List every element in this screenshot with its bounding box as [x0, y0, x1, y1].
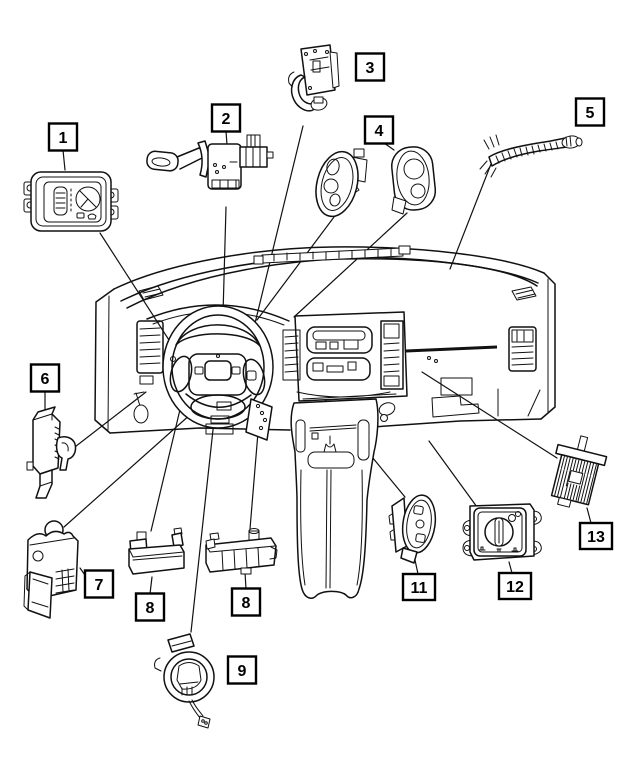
callout-12[interactable]: 12 [497, 571, 533, 601]
callout-7-box[interactable] [83, 569, 115, 599]
callout-5[interactable]: 5 [574, 97, 606, 127]
column-bracket [245, 398, 273, 441]
callout-7-label: 7 [95, 577, 104, 594]
mode-icons [478, 546, 519, 553]
part-8-switch-module-right[interactable] [205, 528, 278, 575]
callout-8-right-box[interactable] [230, 587, 262, 617]
part-8-switch-module-left[interactable] [128, 527, 185, 575]
part-9-clockspring[interactable] [154, 633, 215, 729]
part-13-resistor-block[interactable] [544, 431, 610, 513]
center-console [290, 398, 379, 599]
console-side-bracket [378, 402, 396, 422]
switch-pod-right [391, 146, 437, 215]
steering-wheel [162, 305, 274, 435]
callout-3-box[interactable] [354, 52, 386, 82]
callout-4-label: 4 [375, 123, 384, 140]
callout-12-box[interactable] [497, 571, 533, 601]
part-5-flexible-cable[interactable] [479, 134, 583, 178]
callout-2-box[interactable] [210, 103, 242, 133]
left-corner-vent [138, 285, 164, 301]
callout-13-label: 13 [587, 529, 605, 546]
switch-pod-left [315, 148, 368, 218]
callout-8-left[interactable]: 8 [134, 592, 166, 622]
callout-9-box[interactable] [226, 655, 258, 685]
right-dash-vent [508, 326, 537, 372]
left-dash-vent [136, 320, 164, 385]
release-lever [133, 391, 149, 424]
callout-6-label: 6 [41, 371, 50, 388]
part-6-switch-bracket[interactable] [26, 406, 77, 499]
part-7-shift-lever-switch[interactable] [23, 520, 79, 619]
part-4-switch-pods[interactable] [310, 145, 438, 221]
part-3-switch-bracket[interactable] [288, 44, 340, 112]
callout-8-right[interactable]: 8 [230, 587, 262, 617]
callout-5-box[interactable] [574, 97, 606, 127]
defrost-vent-strip [253, 245, 411, 265]
callout-3-label: 3 [366, 60, 375, 77]
center-right-vent [380, 320, 404, 390]
callout-11[interactable]: 11 [401, 572, 437, 602]
center-stack [282, 311, 408, 402]
part-1-headlamp-switch[interactable] [23, 171, 119, 232]
right-corner-vent [511, 286, 537, 301]
callout-6-box[interactable] [29, 363, 61, 393]
callout-13-box[interactable] [578, 521, 614, 551]
callout-1-label: 1 [59, 130, 68, 147]
callout-13[interactable]: 13 [578, 521, 614, 551]
hvac-controls [306, 357, 371, 381]
callout-2-label: 2 [222, 111, 231, 128]
callout-4[interactable]: 4 [363, 115, 395, 145]
radio [306, 326, 373, 354]
callout-1[interactable]: 1 [47, 122, 79, 152]
glove-box-area [405, 345, 541, 418]
callout-1-box[interactable] [47, 122, 79, 152]
leader-lines [44, 125, 592, 633]
callout-8-right-label: 8 [242, 595, 251, 612]
rotary-knob [484, 517, 514, 547]
dimmer-thumbwheel [53, 186, 68, 216]
callout-4-box[interactable] [363, 115, 395, 145]
turn-signal-lever [146, 147, 207, 172]
callout-9[interactable]: 9 [226, 655, 258, 685]
callout-2[interactable]: 2 [210, 103, 242, 133]
callout-9-label: 9 [238, 663, 247, 680]
pigtail-connector [188, 699, 211, 729]
part-2-multifunction-switch[interactable] [146, 134, 274, 190]
part-12-rotary-switch[interactable] [462, 503, 542, 561]
callout-7[interactable]: 7 [83, 569, 115, 599]
callout-8-left-label: 8 [146, 600, 155, 617]
callout-12-label: 12 [506, 579, 524, 596]
cable-tip [561, 135, 583, 149]
callout-8-left-box[interactable] [134, 592, 166, 622]
part-11-switch-pod[interactable] [388, 493, 439, 564]
callout-11-label: 11 [411, 580, 428, 597]
headlamp-knob [75, 186, 101, 220]
connector-block [239, 134, 274, 168]
callout-6[interactable]: 6 [29, 363, 61, 393]
callout-3[interactable]: 3 [354, 52, 386, 82]
callout-11-box[interactable] [401, 572, 437, 602]
callout-5-label: 5 [586, 105, 595, 122]
dashboard-illustration [94, 245, 556, 599]
